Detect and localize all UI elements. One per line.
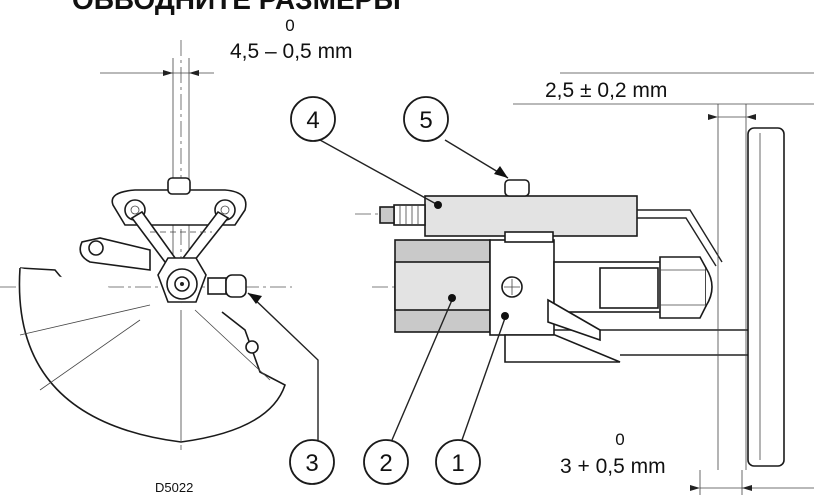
front-view-assembly [355, 127, 785, 467]
dimension-top-right: 2,5 ± 0,2 mm [513, 72, 814, 470]
dim-top-right-text: 2,5 ± 0,2 mm [545, 79, 667, 102]
callout-1: 1 [435, 439, 481, 485]
dim-bottom-right-text: 3 + 0,5 mm [560, 455, 666, 478]
dim-top-left-upper: 0 [285, 16, 294, 35]
svg-text:1: 1 [451, 450, 464, 477]
callout-2: 2 [363, 439, 409, 485]
dimension-bottom-right: 0 3 + 0,5 mm [560, 430, 814, 495]
side-view-assembly [0, 40, 292, 450]
callout-4: 4 [290, 96, 336, 142]
svg-text:3: 3 [305, 450, 318, 477]
drawing-code: D5022 [155, 480, 193, 495]
header-title: ОБВОДНИТЕ РАЗМЕРЫ [72, 0, 401, 15]
dim-top-left-text: 4,5 – 0,5 mm [230, 40, 353, 63]
svg-text:5: 5 [419, 107, 432, 134]
callout-3: 3 [289, 439, 335, 485]
leader-lines [247, 139, 509, 441]
svg-text:2: 2 [379, 450, 392, 477]
svg-text:4: 4 [306, 107, 319, 134]
callout-5: 5 [403, 96, 449, 142]
dim-bottom-right-upper: 0 [615, 430, 624, 449]
